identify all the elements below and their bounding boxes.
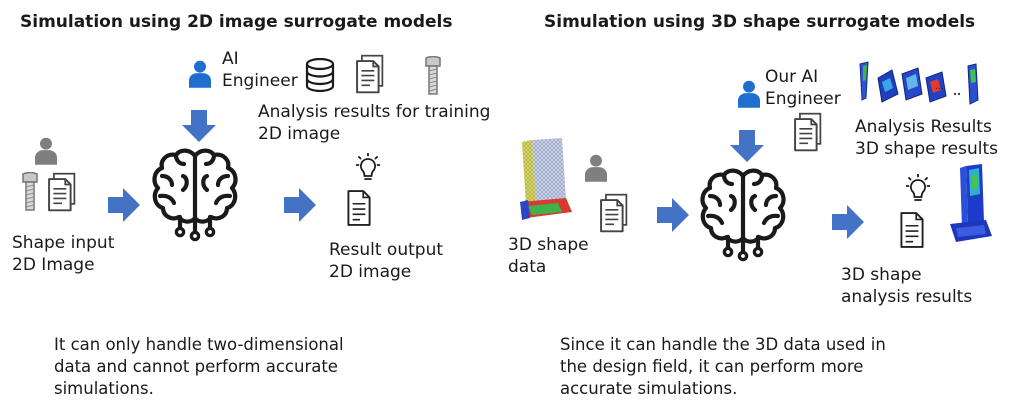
left-training-label: Analysis results for training 2D image (258, 101, 490, 145)
right-output-label: 3D shape analysis results (841, 264, 972, 308)
right-down-arrow-icon (730, 130, 764, 162)
right-description: Since it can handle the 3D data used in … (560, 334, 886, 400)
left-input-label-line2: 2D Image (12, 255, 95, 275)
right-data-label-line2: data (508, 257, 547, 277)
data-person-icon (585, 154, 607, 182)
our-ai-engineer-person-icon (738, 80, 760, 108)
right-data-label-line1: 3D shape (508, 235, 589, 255)
bolt-icon (425, 56, 441, 96)
database-icon (305, 58, 335, 92)
left-training-label-line2: 2D image (258, 124, 341, 144)
left-description-line1: It can only handle two-dimensional (54, 335, 344, 354)
right-arrow-1-icon (657, 198, 689, 232)
input-person-icon (35, 137, 57, 165)
blade-3d-result-icon (950, 164, 992, 242)
left-engineer-label-line1: AI (222, 49, 239, 69)
left-title: Simulation using 2D image surrogate mode… (20, 12, 453, 32)
training-docs-icon (356, 54, 384, 94)
right-arrow-2-icon (832, 205, 864, 239)
right-engineer-label: Our AI Engineer (765, 66, 841, 110)
left-bulb-icon (356, 153, 380, 183)
right-description-line1: Since it can handle the 3D data used in (560, 335, 886, 354)
right-brain-icon (698, 166, 788, 262)
right-analysis-label: Analysis Results 3D shape results (855, 116, 998, 160)
left-description-line2: data and cannot perform accurate (54, 357, 338, 376)
left-output-label-line2: 2D image (329, 262, 412, 282)
left-arrow-2-icon (284, 188, 316, 222)
left-input-label-line1: Shape input (12, 233, 115, 253)
left-brain-icon (150, 146, 240, 242)
left-description-line3: simulations. (54, 379, 154, 398)
right-title: Simulation using 3D shape surrogate mode… (544, 12, 976, 32)
ai-engineer-person-icon (189, 60, 211, 88)
left-arrow-1-icon (108, 188, 140, 222)
left-input-label: Shape input 2D Image (12, 232, 114, 276)
left-output-doc-icon (347, 190, 371, 226)
right-analysis-docs-icon (794, 112, 822, 152)
left-output-label: Result output 2D image (329, 239, 443, 283)
right-analysis-label-line1: Analysis Results (855, 117, 992, 137)
blade-3d-mesh-icon (520, 138, 572, 220)
left-engineer-label-line2: Engineer (222, 71, 298, 91)
right-data-label: 3D shape data (508, 234, 589, 278)
right-output-doc-icon (900, 212, 924, 248)
thumbnails-ellipsis: ... (935, 82, 944, 92)
right-engineer-label-line1: Our AI (765, 67, 819, 87)
right-output-label-line1: 3D shape (841, 265, 922, 285)
data-docs-icon (600, 193, 628, 233)
right-bulb-icon (906, 174, 930, 204)
right-engineer-label-line2: Engineer (765, 89, 841, 109)
left-engineer-label: AI Engineer (222, 48, 298, 92)
left-output-label-line1: Result output (329, 240, 444, 260)
right-description-line3: accurate simulations. (560, 379, 738, 398)
right-description-line2: the design field, it can perform more (560, 357, 864, 376)
input-docs-icon (48, 172, 76, 212)
left-description: It can only handle two-dimensional data … (54, 334, 344, 400)
left-training-label-line1: Analysis results for training (258, 102, 491, 122)
input-bolt-icon (22, 172, 38, 212)
right-analysis-label-line2: 3D shape results (855, 139, 998, 159)
right-output-label-line2: analysis results (841, 287, 973, 307)
left-down-arrow-icon (182, 110, 216, 142)
analysis-results-thumbnails-icon (859, 61, 979, 105)
